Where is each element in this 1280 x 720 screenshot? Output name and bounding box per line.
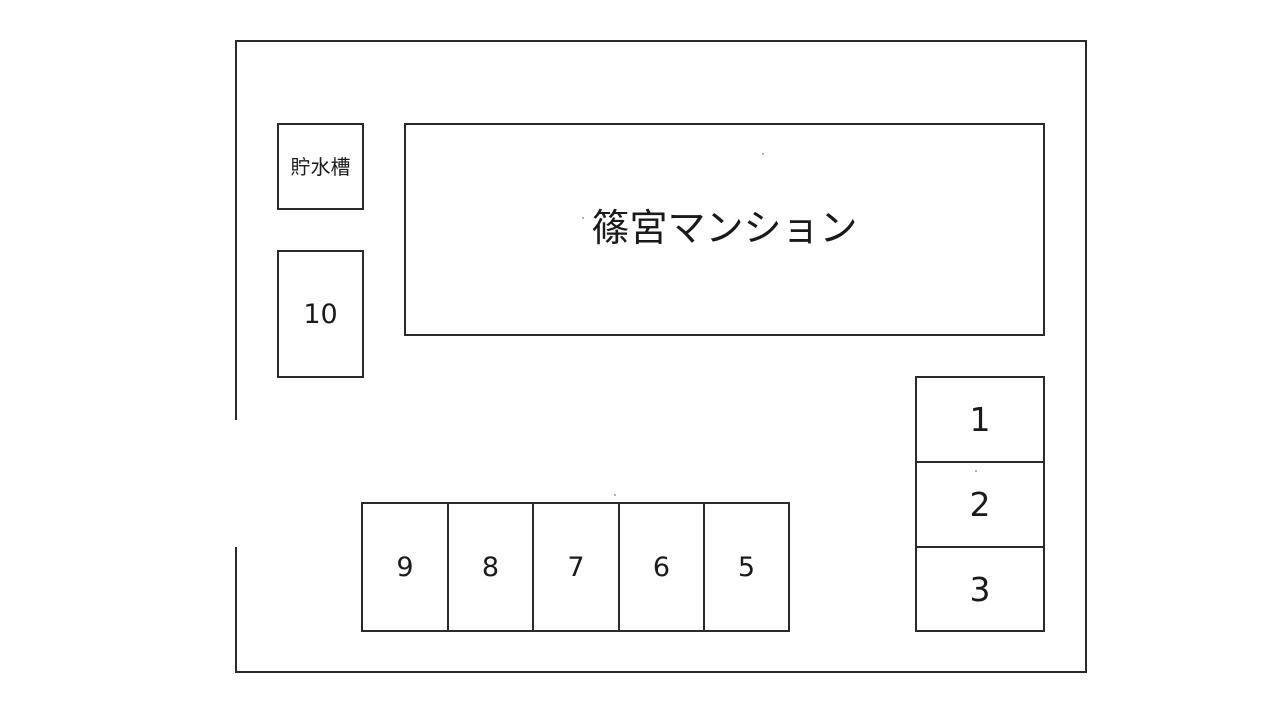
scan-speck bbox=[582, 217, 584, 219]
parking-space-number: 10 bbox=[303, 298, 338, 330]
parking-space-number: 1 bbox=[969, 400, 991, 439]
parking-space-number: 5 bbox=[737, 551, 756, 583]
parking-space-3: 3 bbox=[915, 546, 1045, 632]
boundary-left-upper bbox=[235, 40, 237, 420]
parking-space-8: 8 bbox=[447, 502, 534, 632]
parking-space-5: 5 bbox=[703, 502, 790, 632]
parking-space-7: 7 bbox=[532, 502, 620, 632]
boundary-left-lower bbox=[235, 547, 237, 673]
boundary-top bbox=[235, 40, 1087, 42]
scan-speck bbox=[614, 494, 616, 496]
parking-space-1: 1 bbox=[915, 376, 1045, 463]
parking-space-number: 8 bbox=[481, 551, 500, 583]
scan-speck bbox=[975, 470, 977, 472]
parking-space-number: 6 bbox=[652, 551, 671, 583]
parking-space-number: 9 bbox=[396, 551, 414, 583]
boundary-bottom bbox=[235, 671, 1087, 673]
water-tank-label: 貯水槽 bbox=[290, 154, 351, 179]
parking-space-number: 3 bbox=[969, 569, 991, 609]
boundary-right bbox=[1085, 40, 1087, 673]
parking-space-9: 9 bbox=[361, 502, 449, 632]
building-name: 篠宮マンション bbox=[591, 205, 858, 250]
parking-space-10: 10 bbox=[277, 250, 364, 378]
building: 篠宮マンション bbox=[404, 123, 1045, 336]
parking-space-2: 2 bbox=[915, 461, 1045, 548]
scan-speck bbox=[762, 153, 764, 155]
water-tank: 貯水槽 bbox=[277, 123, 364, 210]
entrance-gap bbox=[230, 420, 242, 547]
parking-space-number: 2 bbox=[969, 485, 991, 524]
parking-space-6: 6 bbox=[618, 502, 705, 632]
parking-space-number: 7 bbox=[567, 551, 585, 583]
